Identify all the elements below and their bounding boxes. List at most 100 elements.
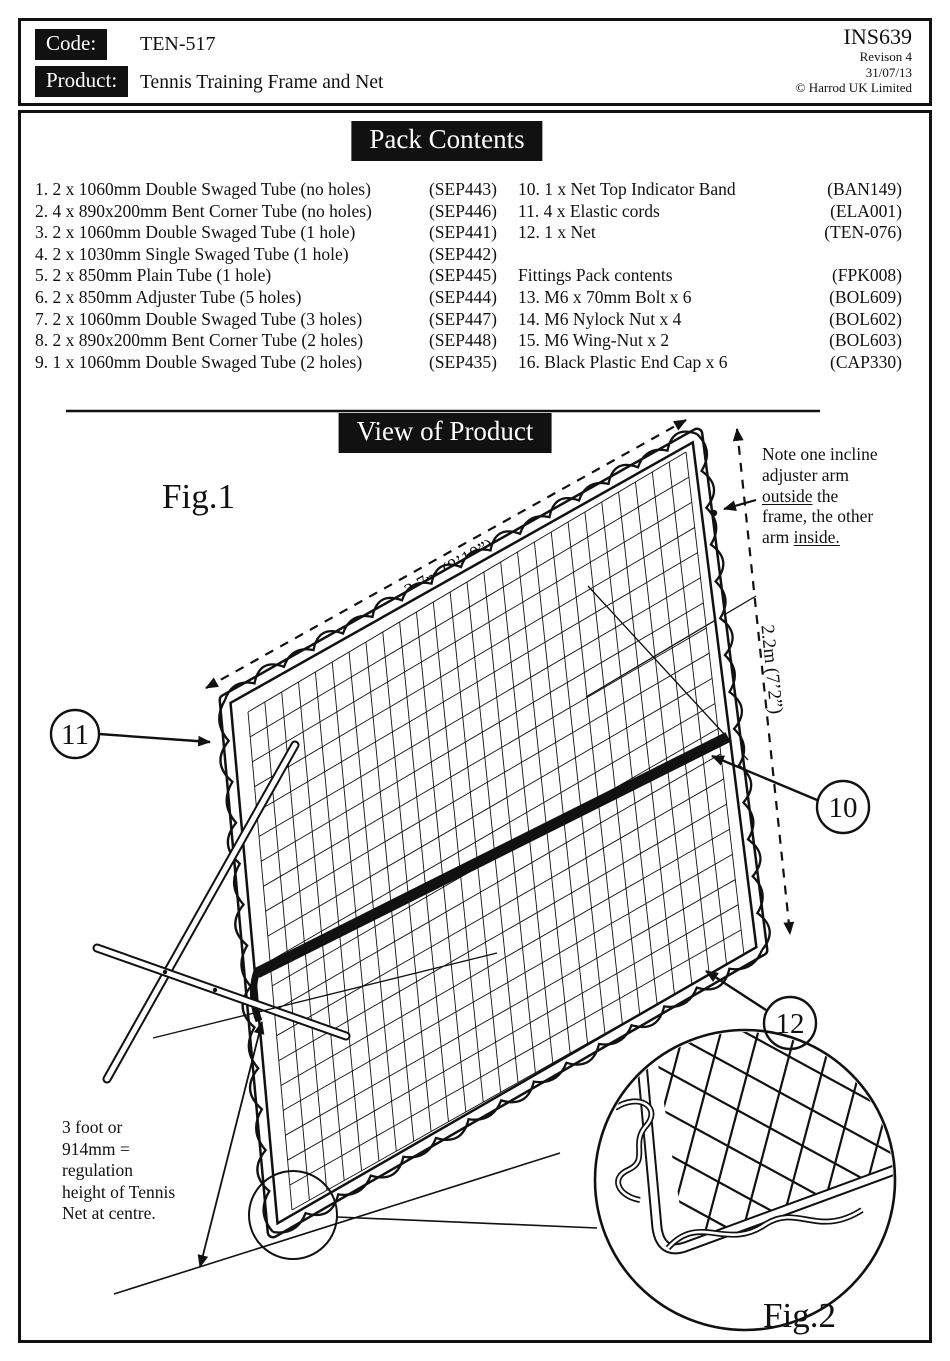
pack-item-code: (ELA001) [830, 200, 902, 221]
pack-contents-title: Pack Contents [351, 121, 543, 162]
net-line [287, 904, 739, 1161]
elastic-cord [696, 433, 771, 951]
pack-item-text: 3. 2 x 1060mm Double Swaged Tube (1 hole… [35, 222, 356, 243]
pack-item-text: 9. 1 x 1060mm Double Swaged Tube (2 hole… [35, 351, 363, 372]
fig2-net-line [697, 1032, 843, 1246]
callout-12-number: 12 [776, 1008, 805, 1040]
elastic-cord [272, 949, 764, 1234]
pack-item-code: (BAN149) [827, 179, 902, 199]
net-line [265, 652, 710, 912]
adjuster-arms-through-net [585, 585, 757, 761]
fig2-net-line [731, 1032, 878, 1246]
code-value: TEN-517 [140, 33, 216, 55]
fig2-net-line [652, 1032, 893, 1201]
pack-item: 7. 2 x 1060mm Double Swaged Tube (3 hole… [35, 309, 497, 331]
note-pointer [710, 498, 757, 517]
doc-meta: INS639 Revison 4 31/07/13 © Harrod UK Li… [796, 25, 912, 96]
stand-bolt [212, 987, 218, 993]
pack-item-code: (SEP443) [428, 179, 497, 199]
incline-stand [92, 740, 498, 1084]
pack-item-text: 15. M6 Wing-Nut x 2 [518, 330, 670, 351]
pack-item: Fittings Pack contents (FPK008) [518, 265, 902, 287]
pack-item-text: 12. 1 x Net [518, 222, 596, 243]
net-mesh [247, 451, 745, 1211]
pack-item: 4. 2 x 1030mm Single Swaged Tube (1 hole… [35, 244, 497, 266]
pack-item-code: (BOL602) [829, 308, 902, 329]
pack-item-code: (FPK008) [831, 265, 902, 286]
net-line [252, 501, 693, 763]
pack-item-code: (BOL609) [829, 286, 902, 307]
pack-item-text: 10. 1 x Net Top Indicator Band [518, 179, 736, 199]
pack-item-text: 6. 2 x 850mm Adjuster Tube (5 holes) [35, 286, 302, 307]
header-box [18, 18, 932, 106]
fig1-label: Fig.1 [162, 477, 235, 516]
pack-item-code: (SEP447) [428, 308, 497, 329]
elastic-cord [223, 430, 698, 701]
doc-revision: Revison 4 [859, 49, 912, 64]
pack-item: 1. 2 x 1060mm Double Swaged Tube (no hol… [35, 179, 497, 201]
net-line [289, 929, 742, 1186]
pack-item-code: (SEP446) [428, 200, 497, 221]
pack-item-text: 8. 2 x 890x200mm Bent Corner Tube (2 hol… [35, 330, 364, 351]
fig2-net-line [652, 1032, 774, 1246]
net-line [249, 476, 690, 738]
detail-connector-line [336, 1216, 598, 1229]
pack-item-code: (SEP448) [428, 330, 497, 351]
pack-item [518, 244, 902, 266]
callout-10-number: 10 [829, 792, 858, 824]
pack-item-text: 2. 4 x 890x200mm Bent Corner Tube (no ho… [35, 200, 372, 221]
callout-11: 11 [49, 708, 212, 760]
pack-item: 11. 4 x Elastic cords (ELA001) [518, 201, 902, 223]
stand-bolt [162, 969, 168, 975]
pack-item: 9. 1 x 1060mm Double Swaged Tube (2 hole… [35, 352, 497, 374]
pack-item-code: (SEP435) [428, 351, 497, 372]
fig2-net-line [652, 1032, 893, 1232]
pack-item-text: 1. 2 x 1060mm Double Swaged Tube (no hol… [35, 179, 371, 199]
pack-item: 8. 2 x 890x200mm Bent Corner Tube (2 hol… [35, 330, 497, 352]
net-line [267, 677, 713, 937]
pack-item: 14. M6 Nylock Nut x 4 (BOL602) [518, 309, 902, 331]
pack-item-text: 5. 2 x 850mm Plain Tube (1 hole) [35, 265, 272, 286]
pack-item: 2. 4 x 890x200mm Bent Corner Tube (no ho… [35, 201, 497, 223]
pack-item-text: 16. Black Plastic End Cap x 6 [518, 351, 728, 372]
pack-item: 16. Black Plastic End Cap x 6(CAP330) [518, 352, 902, 374]
product-label: Product: [35, 66, 129, 98]
fig2-net-line [652, 1055, 893, 1246]
net-line [269, 703, 716, 962]
content-box [18, 110, 932, 1343]
pack-item-text: 14. M6 Nylock Nut x 4 [518, 308, 682, 329]
net-top-indicator-band [250, 732, 731, 1023]
fig2-label: Fig.2 [763, 1296, 836, 1335]
pack-list-right: 10. 1 x Net Top Indicator Band(BAN149)11… [518, 179, 902, 373]
net-line [247, 451, 687, 713]
pack-item-text: 4. 2 x 1030mm Single Swaged Tube (1 hole… [35, 243, 349, 264]
pack-item-text: 11. 4 x Elastic cords [518, 200, 660, 221]
pack-item-text: Fittings Pack contents [518, 265, 673, 286]
fig2-elastic-cord [613, 1098, 864, 1251]
net-line [282, 854, 733, 1111]
fig2-net-line [652, 1032, 893, 1246]
code-label: Code: [35, 29, 108, 61]
dim-height-label: 2.2m (7’2”) [756, 624, 786, 715]
view-of-product-title: View of Product [338, 413, 552, 454]
pack-item: 15. M6 Wing-Nut x 2(BOL603) [518, 330, 902, 352]
pack-item-code: (SEP442) [428, 243, 497, 264]
fig2-net-line [766, 1032, 893, 1246]
doc-copyright: © Harrod UK Limited [795, 80, 912, 95]
callout-11-number: 11 [61, 719, 89, 751]
pack-item: 5. 2 x 850mm Plain Tube (1 hole)(SEP445) [35, 265, 497, 287]
product-value: Tennis Training Frame and Net [140, 72, 384, 93]
pack-item: 13. M6 x 70mm Bolt x 6(BOL609) [518, 287, 902, 309]
net-line [285, 879, 736, 1136]
net-line [278, 803, 727, 1061]
net-line [280, 828, 730, 1086]
pack-item-text: 7. 2 x 1060mm Double Swaged Tube (3 hole… [35, 308, 363, 329]
fig2-net-line [907, 913, 950, 1361]
fig2-net-line [652, 1087, 893, 1246]
pack-item: 12. 1 x Net(TEN-076) [518, 222, 902, 244]
pack-item: 6. 2 x 850mm Adjuster Tube (5 holes)(SEP… [35, 287, 497, 309]
doc-date: 31/07/13 [865, 64, 912, 80]
